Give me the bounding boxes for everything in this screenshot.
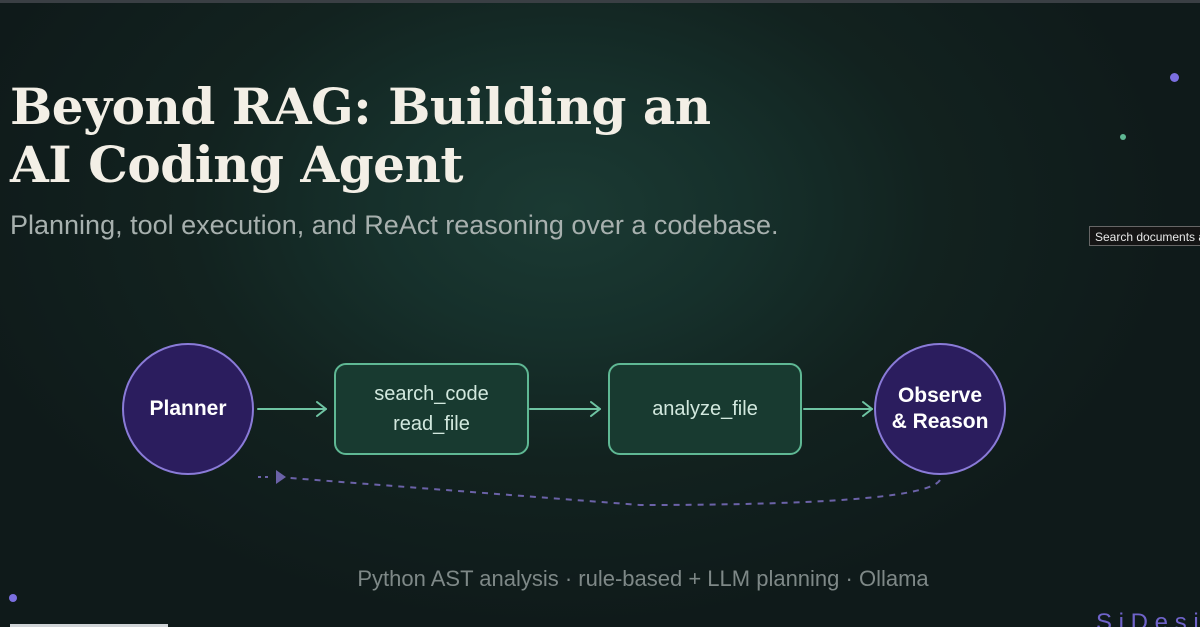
feedback-loop-arrowhead — [276, 470, 286, 484]
decor-dot-purple-top — [1170, 73, 1179, 82]
arrow-planner-to-tools-head — [316, 401, 327, 417]
tech-stack-footer: Python AST analysis · rule-based + LLM p… — [357, 566, 929, 591]
arrow-analyze-to-observe-head — [862, 401, 873, 417]
tool-search-code-label: search_code — [374, 383, 489, 405]
reason-label: & Reason — [891, 410, 989, 433]
decor-dot-purple-bottom — [9, 594, 17, 602]
title-line-2: AI Coding Agent — [10, 135, 463, 194]
bottom-progress-bar — [10, 624, 168, 627]
tools-node: search_code read_file — [334, 363, 529, 455]
observe-reason-node: Observe & Reason — [874, 343, 1006, 475]
decor-dot-teal — [1120, 134, 1126, 140]
analyze-file-node: analyze_file — [608, 363, 802, 455]
planner-node: Planner — [122, 343, 254, 475]
planner-label: Planner — [149, 397, 227, 420]
title-line-1: Beyond RAG: Building an — [10, 77, 711, 136]
slide-title: Beyond RAG: Building an AI Coding Agent — [10, 78, 711, 194]
corner-text-fragment: S i D e s i — [1096, 609, 1199, 627]
tool-analyze-file-label: analyze_file — [652, 398, 758, 420]
slide-subtitle: Planning, tool execution, and ReAct reas… — [10, 210, 779, 240]
feedback-loop-arrow — [289, 477, 941, 507]
search-documents-tooltip: Search documents a — [1089, 226, 1200, 246]
observe-label: Observe — [897, 384, 983, 407]
tool-read-file-label: read_file — [393, 413, 470, 435]
arrow-tools-to-analyze-head — [590, 401, 601, 417]
window-top-border — [0, 0, 1200, 3]
